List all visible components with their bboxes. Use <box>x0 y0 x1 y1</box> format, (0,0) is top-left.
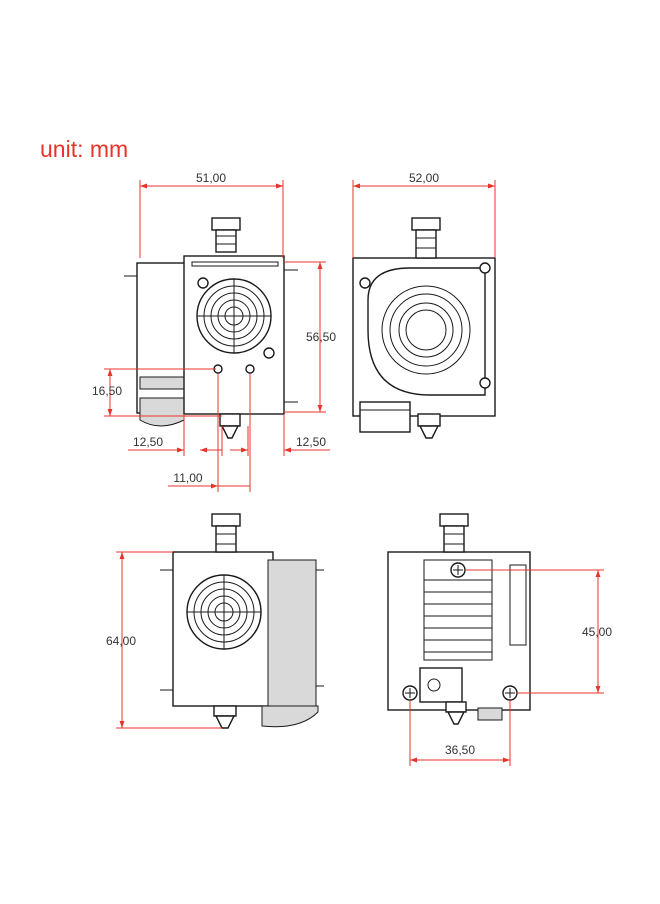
side-dimensions: 64,00 <box>106 551 222 729</box>
side-view <box>160 513 324 729</box>
front-height-dim: 56,50 <box>306 330 336 344</box>
front-left-offset-dim: 12,50 <box>133 435 163 449</box>
back-view <box>387 513 531 725</box>
front-dimensions: 51,00 56,50 16,50 12,50 12,50 11,00 <box>92 171 336 492</box>
front-width-dim: 51,00 <box>196 171 226 185</box>
front-right-offset-dim: 12,50 <box>296 435 326 449</box>
right-width-dim: 52,00 <box>409 171 439 185</box>
side-height-dim: 64,00 <box>106 634 136 648</box>
right-view <box>352 217 496 439</box>
front-view <box>124 217 298 439</box>
back-height-dim: 45,00 <box>582 625 612 639</box>
right-dimensions: 52,00 <box>352 171 496 258</box>
back-hole-spacing-dim: 36,50 <box>445 743 475 757</box>
front-hole-spacing-dim: 11,00 <box>173 471 202 485</box>
back-dimensions: 45,00 36,50 <box>409 569 612 766</box>
unit-label: unit: mm <box>40 136 129 162</box>
front-hole-height-dim: 16,50 <box>92 384 122 398</box>
